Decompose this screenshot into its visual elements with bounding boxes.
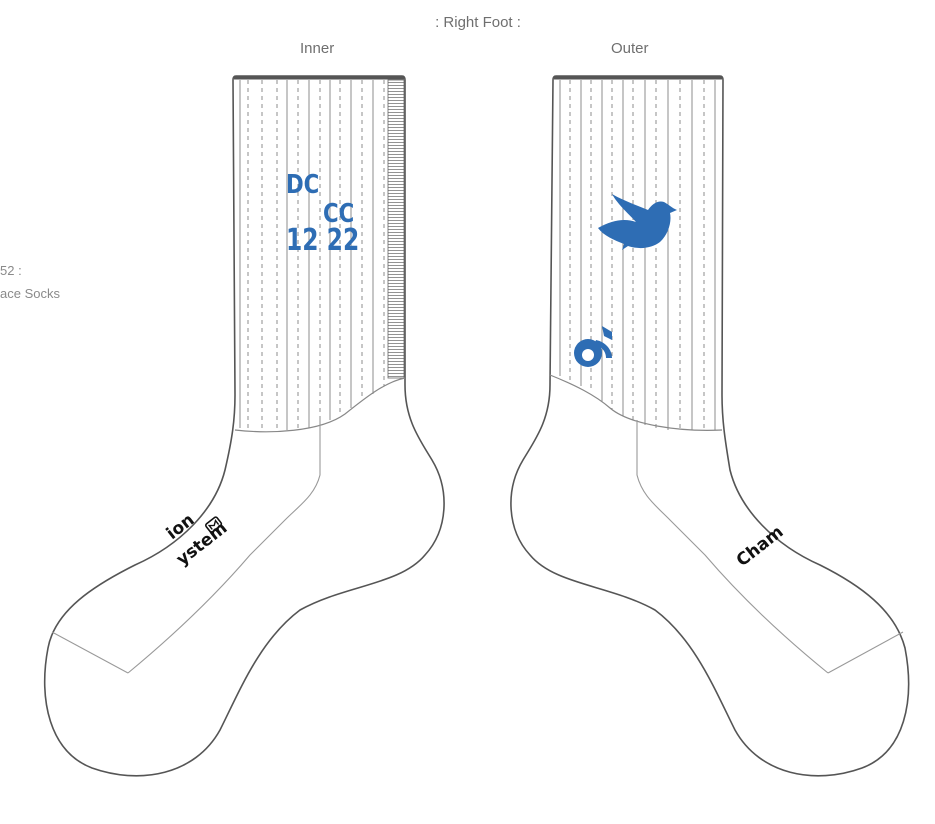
club-logo-numbers: 12 22 bbox=[286, 223, 359, 258]
outer-sock: Cham bbox=[510, 75, 910, 777]
inner-club-logo: DC CC 12 22 bbox=[286, 169, 359, 258]
side-label-line2: ace Socks bbox=[0, 286, 60, 301]
brand-m-icon bbox=[205, 516, 223, 533]
brand-swirl-icon bbox=[574, 326, 612, 367]
inner-sock: DC CC 12 22 ion ystem bbox=[43, 75, 445, 777]
dove-icon bbox=[598, 194, 677, 250]
side-label-line1: 52 : bbox=[0, 263, 22, 278]
outer-sock-outline bbox=[510, 75, 910, 777]
inner-stitch-lines bbox=[247, 80, 385, 431]
club-logo-cc: CC bbox=[323, 198, 354, 229]
inner-sock-outline bbox=[43, 75, 445, 777]
inner-hatched-strip bbox=[387, 79, 405, 379]
page-title: : Right Foot : bbox=[435, 14, 521, 31]
club-logo-dc: DC bbox=[286, 169, 319, 200]
outer-view-label: Outer bbox=[611, 40, 649, 57]
outer-stitch-lines bbox=[569, 80, 705, 430]
inner-view-label: Inner bbox=[300, 40, 335, 57]
